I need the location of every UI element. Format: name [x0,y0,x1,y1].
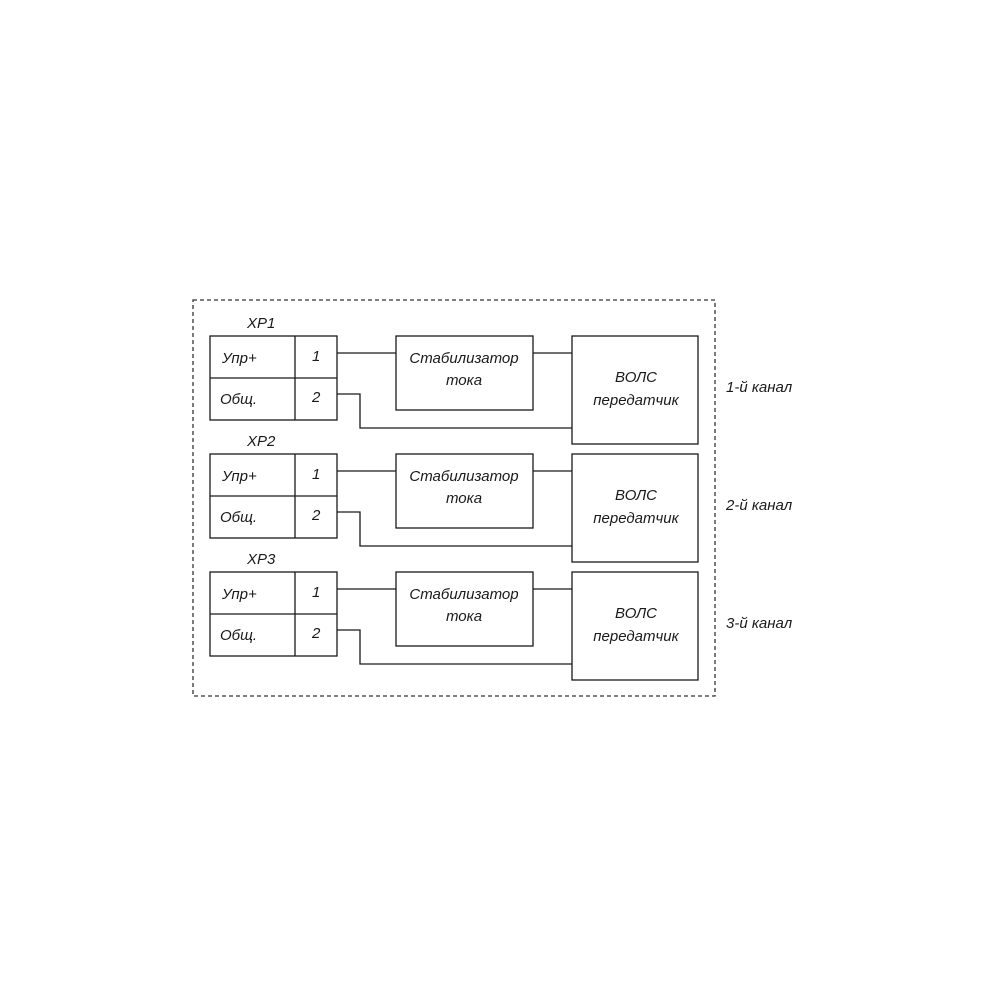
channel-1: XP1 Упр+ 1 Общ. 2 Стабилизатор тока ВОЛС… [209,315,793,445]
fiber-transmitter-block [571,571,699,681]
transmitter-label-line1: ВОЛС [615,369,657,386]
channel-2: XP2 Упр+ 1 Общ. 2 Стабилизатор тока ВОЛС… [209,433,793,563]
fiber-transmitter-block [571,335,699,445]
pin1-number: 1 [312,466,320,483]
transmitter-label-line2: передатчик [593,510,679,527]
connector-label: XP1 [246,315,275,332]
stabilizer-label-line2: тока [446,490,482,507]
stabilizer-label-line1: Стабилизатор [409,586,518,603]
stabilizer-label-line1: Стабилизатор [409,350,518,367]
pin1-number: 1 [312,584,320,601]
wire-common [337,511,572,547]
pin1-label: Упр+ [221,468,257,485]
stabilizer-label-line2: тока [446,608,482,625]
transmitter-label-line1: ВОЛС [615,487,657,504]
pin2-label: Общ. [220,627,257,644]
channel-label: 2-й канал [725,497,793,514]
pin1-label: Упр+ [221,350,257,367]
channel-label: 3-й канал [726,615,793,632]
connector-label: XP3 [246,551,276,568]
enclosure-frame [192,299,716,697]
transmitter-label-line2: передатчик [593,392,679,409]
wire-common [337,393,572,429]
current-stabilizer-block [395,335,534,411]
pin2-label: Общ. [220,509,257,526]
pin1-label: Упр+ [221,586,257,603]
pin2-number: 2 [311,625,321,642]
stabilizer-label-line1: Стабилизатор [409,468,518,485]
connector-label: XP2 [246,433,276,450]
pin2-number: 2 [311,389,321,406]
channel-3: XP3 Упр+ 1 Общ. 2 Стабилизатор тока ВОЛС… [209,551,793,681]
pin1-number: 1 [312,348,320,365]
transmitter-label-line2: передатчик [593,628,679,645]
stabilizer-label-line2: тока [446,372,482,389]
fiber-transmitter-block [571,453,699,563]
current-stabilizer-block [395,453,534,529]
pin2-label: Общ. [220,391,257,408]
wire-common [337,629,572,665]
pin2-number: 2 [311,507,321,524]
channel-label: 1-й канал [726,379,793,396]
transmitter-label-line1: ВОЛС [615,605,657,622]
current-stabilizer-block [395,571,534,647]
